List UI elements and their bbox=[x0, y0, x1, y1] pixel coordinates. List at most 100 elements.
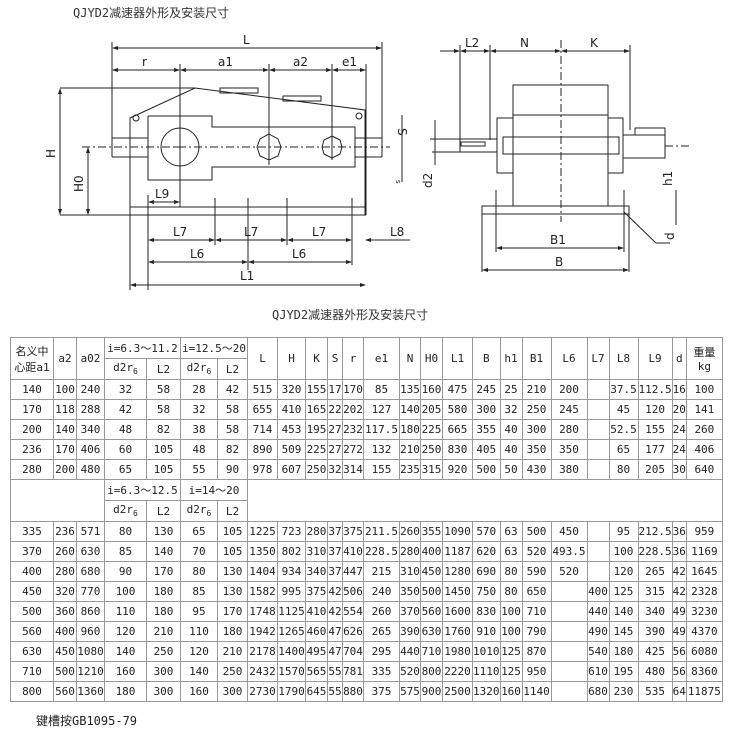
table-cell: 2328 bbox=[685, 581, 723, 602]
technical-drawing: L r a1 a2 e1 H H0 S s L9 L7 L7 L7 L8 L6 … bbox=[44, 33, 690, 290]
table-cell: 27 bbox=[327, 439, 343, 460]
table-cell: 400 bbox=[10, 561, 54, 582]
table-cell: 228.5 bbox=[637, 541, 673, 562]
table-cell: 1169 bbox=[685, 541, 723, 562]
table-cell: 500 bbox=[521, 521, 552, 542]
table-cell: 20 bbox=[671, 399, 687, 420]
table-cell: 100 bbox=[685, 379, 723, 400]
table-cell: 1400 bbox=[277, 641, 306, 662]
table-cell: 1760 bbox=[442, 621, 473, 642]
table-cell: 235 bbox=[399, 459, 421, 480]
col-d2r6: d2r6 bbox=[180, 358, 218, 380]
table-cell: 350 bbox=[399, 581, 421, 602]
table-cell: 645 bbox=[305, 681, 328, 702]
d2r6-sub: 6 bbox=[206, 509, 212, 519]
table-cell: 180 bbox=[399, 419, 421, 440]
table-cell: 1280 bbox=[442, 561, 473, 582]
table-cell: 1187 bbox=[442, 541, 473, 562]
table-cell: 265 bbox=[363, 621, 400, 642]
table-cell: 315 bbox=[637, 581, 673, 602]
col-a1: 名义中心距a1 bbox=[10, 337, 54, 380]
table-cell: 230 bbox=[608, 681, 639, 702]
table-cell: 500 bbox=[10, 601, 54, 622]
table-cell: 22 bbox=[327, 399, 343, 420]
table-cell bbox=[586, 419, 610, 440]
table-cell: 400 bbox=[420, 541, 443, 562]
table-cell: 80 bbox=[608, 459, 639, 480]
table-cell: 650 bbox=[521, 581, 552, 602]
dim-L7-1: L7 bbox=[173, 225, 187, 239]
table-cell: 335 bbox=[363, 661, 400, 682]
table-cell: 680 bbox=[586, 681, 610, 702]
col-H0: H0 bbox=[420, 337, 443, 380]
table-title: QJYD2减速器外形及安装尺寸 bbox=[272, 308, 429, 322]
table-cell: 535 bbox=[637, 681, 673, 702]
table-cell: 1080 bbox=[76, 641, 105, 662]
col-B: B bbox=[472, 337, 501, 380]
table-cell: 580 bbox=[442, 399, 473, 420]
dim-H: H bbox=[44, 149, 58, 158]
blank-cell bbox=[247, 479, 723, 522]
table-cell bbox=[550, 641, 588, 662]
table-cell: 125 bbox=[608, 581, 639, 602]
col-L1: L1 bbox=[442, 337, 473, 380]
table-cell: 250 bbox=[217, 661, 248, 682]
table-cell: 140 bbox=[10, 379, 54, 400]
table-cell bbox=[586, 459, 610, 480]
table-cell: 180 bbox=[217, 621, 248, 642]
table-cell bbox=[586, 521, 610, 542]
table-cell: 480 bbox=[637, 661, 673, 682]
table-cell: 370 bbox=[10, 541, 54, 562]
dim-L9: L9 bbox=[155, 187, 169, 201]
dim-L7-2: L7 bbox=[244, 225, 258, 239]
table-cell: 37 bbox=[327, 541, 343, 562]
table-cell: 60 bbox=[104, 439, 147, 460]
table-cell: 32 bbox=[499, 399, 523, 420]
table-cell: 900 bbox=[420, 681, 443, 702]
table-cell: 236 bbox=[10, 439, 54, 460]
table-cell: 140 bbox=[146, 541, 181, 562]
col-L: L bbox=[247, 337, 278, 380]
table-cell: 120 bbox=[608, 561, 639, 582]
table-cell: 950 bbox=[521, 661, 552, 682]
table-cell: 350 bbox=[521, 439, 552, 460]
table-cell: 112.5 bbox=[637, 379, 673, 400]
table-cell: 2500 bbox=[442, 681, 473, 702]
table-cell: 30 bbox=[671, 459, 687, 480]
table-cell: 132 bbox=[363, 439, 400, 460]
table-cell: 38 bbox=[180, 419, 218, 440]
col-ratio-b: i=12.5～20 bbox=[180, 337, 248, 359]
dim-L8: L8 bbox=[390, 225, 404, 239]
table-cell: 42 bbox=[104, 399, 147, 420]
table-cell: 355 bbox=[420, 521, 443, 542]
table-cell: 110 bbox=[104, 601, 147, 622]
table-cell: 155 bbox=[363, 459, 400, 480]
table-cell: 300 bbox=[146, 661, 181, 682]
table-cell: 450 bbox=[420, 561, 443, 582]
table-cell: 520 bbox=[399, 661, 421, 682]
table-cell: 55 bbox=[327, 681, 343, 702]
col-L7: L7 bbox=[586, 337, 610, 380]
table-cell: 830 bbox=[472, 601, 501, 622]
table-cell: 509 bbox=[277, 439, 306, 460]
table-cell: 1570 bbox=[277, 661, 306, 682]
dim-L6-1: L6 bbox=[190, 247, 204, 261]
table-cell: 934 bbox=[277, 561, 306, 582]
table-cell: 105 bbox=[217, 521, 248, 542]
table-cell: 1320 bbox=[472, 681, 501, 702]
table-cell: 540 bbox=[586, 641, 610, 662]
table-cell: 170 bbox=[217, 601, 248, 622]
table-cell: 554 bbox=[342, 601, 364, 622]
table-cell: 1450 bbox=[442, 581, 473, 602]
table-cell: 180 bbox=[608, 641, 639, 662]
table-cell bbox=[550, 681, 588, 702]
table-cell bbox=[550, 661, 588, 682]
col-r: r bbox=[342, 337, 364, 380]
side-view: L2 N K d2 h1 d B1 B bbox=[421, 36, 690, 272]
table-cell: 610 bbox=[586, 661, 610, 682]
table-cell: 100 bbox=[608, 541, 639, 562]
table-cell: 50 bbox=[499, 459, 523, 480]
table-cell: 145 bbox=[608, 621, 639, 642]
table-cell: 205 bbox=[420, 399, 443, 420]
